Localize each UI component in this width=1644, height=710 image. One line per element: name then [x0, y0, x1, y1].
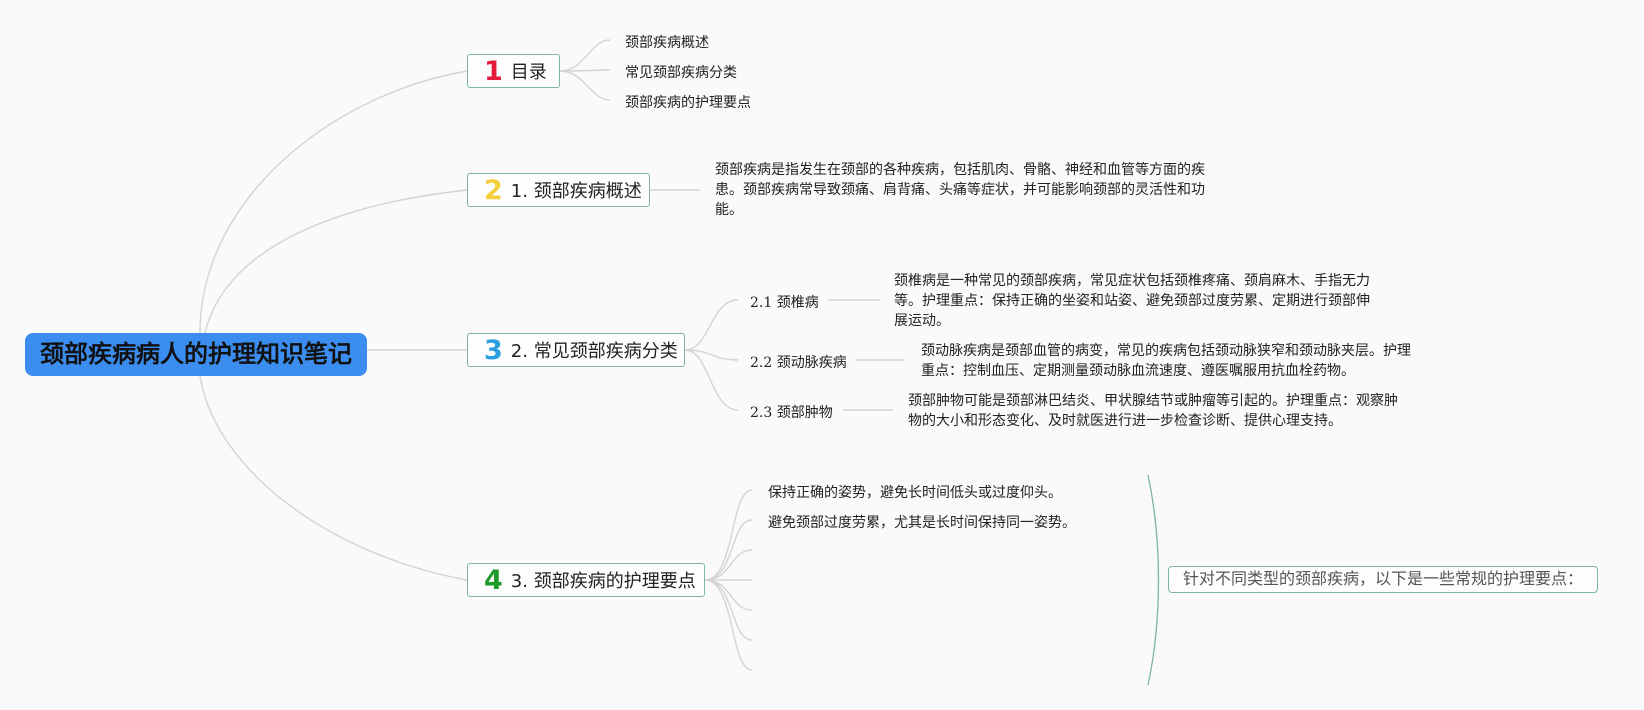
- link-care-3: [704, 549, 753, 581]
- care-summary[interactable]: 针对不同类型的颈部疾病，以下是一些常规的护理要点：: [1168, 566, 1598, 593]
- link-care-1: [704, 489, 753, 581]
- care-point[interactable]: 避免颈部过度劳累，尤其是长时间保持同一姿势。: [768, 515, 1076, 531]
- number-three-marker: 3: [484, 334, 503, 366]
- category-carotid-disease-detail[interactable]: 颈动脉疾病是颈部血管的病变，常见的疾病包括颈动脉狭窄和颈动脉夹层。护理重点：控制…: [921, 343, 1411, 379]
- toc-item[interactable]: 常见颈部疾病分类: [625, 65, 737, 81]
- branch-overview-label: 1. 颈部疾病概述: [510, 181, 642, 202]
- link-central-branch-2: [204, 189, 468, 334]
- toc-item[interactable]: 颈部疾病概述: [625, 35, 709, 51]
- link-cat-1: [684, 299, 739, 351]
- link-care-2: [704, 519, 753, 581]
- central-topic-label: 颈部疾病病人的护理知识笔记: [40, 340, 352, 368]
- branch-categories[interactable]: 3 2. 常见颈部疾病分类: [467, 333, 685, 367]
- link-central-branch-1: [199, 70, 468, 334]
- branch-overview[interactable]: 2 1. 颈部疾病概述: [467, 173, 650, 207]
- care-point[interactable]: 保持正确的姿势，避免长时间低头或过度仰头。: [768, 485, 1062, 501]
- central-topic[interactable]: 颈部疾病病人的护理知识笔记: [25, 333, 367, 376]
- link-care-6: [704, 579, 753, 641]
- link-cat-2: [684, 349, 739, 361]
- category-cervical-spondylosis[interactable]: 2.1 颈椎病: [750, 295, 819, 311]
- branch-toc[interactable]: 1 目录: [467, 54, 560, 88]
- category-carotid-disease[interactable]: 2.2 颈动脉疾病: [750, 355, 847, 371]
- link-central-branch-4: [199, 375, 468, 581]
- branch-categories-label: 2. 常见颈部疾病分类: [510, 341, 678, 362]
- link-toc-1: [559, 39, 611, 72]
- care-summary-label: 针对不同类型的颈部疾病，以下是一些常规的护理要点：: [1183, 569, 1584, 588]
- branch-toc-label: 目录: [510, 62, 547, 83]
- category-neck-mass-detail[interactable]: 颈部肿物可能是颈部淋巴结炎、甲状腺结节或肿瘤等引起的。护理重点：观察肿物的大小和…: [908, 393, 1398, 429]
- link-care-7: [704, 579, 753, 671]
- link-care-5: [704, 579, 753, 611]
- overview-detail[interactable]: 颈部疾病是指发生在颈部的各种疾病，包括肌肉、骨骼、神经和血管等方面的疾患。颈部疾…: [715, 162, 1205, 218]
- link-toc-2: [559, 69, 611, 72]
- toc-item[interactable]: 颈部疾病的护理要点: [625, 95, 751, 111]
- link-toc-3: [559, 70, 611, 101]
- branch-care-points[interactable]: 4 3. 颈部疾病的护理要点: [467, 563, 705, 597]
- link-cat-3: [684, 349, 739, 411]
- category-cervical-spondylosis-detail[interactable]: 颈椎病是一种常见的颈部疾病，常见症状包括颈椎疼痛、颈肩麻木、手指无力等。护理重点…: [894, 273, 1370, 329]
- number-four-marker: 4: [484, 564, 503, 596]
- summary-brace: [1147, 474, 1160, 686]
- number-one-marker: 1: [484, 55, 503, 87]
- category-neck-mass[interactable]: 2.3 颈部肿物: [750, 405, 833, 421]
- branch-care-points-label: 3. 颈部疾病的护理要点: [510, 571, 696, 592]
- number-two-marker: 2: [484, 174, 503, 206]
